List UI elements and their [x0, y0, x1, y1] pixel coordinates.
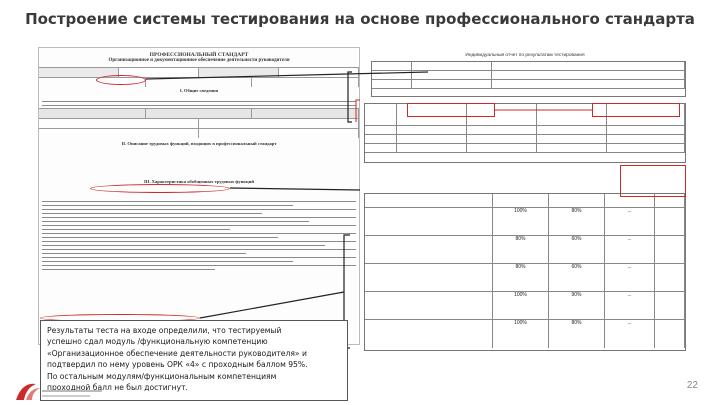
standard-header-row [39, 67, 359, 78]
professional-standard-document: ПРОФЕССИОНАЛЬНЫЙ СТАНДАРТ Организационно… [38, 47, 360, 345]
note-line: подтвердил по нему уровень ОРК «4» с про… [47, 360, 308, 370]
report-heading: Индивидуальный отчет по результатам тест… [465, 53, 585, 58]
logo [16, 383, 102, 400]
score-cell: 80% [549, 320, 605, 348]
standard-heading: ПРОФЕССИОНАЛЬНЫЙ СТАНДАРТ [149, 52, 249, 58]
score-cell: ... [605, 236, 655, 263]
score-cell: 60% [549, 236, 605, 263]
test-report-document: Индивидуальный отчет по результатам тест… [361, 53, 689, 353]
score-cell: ... [605, 320, 655, 348]
standard-subheading: Организационное и документационное обесп… [108, 58, 290, 64]
section-1-label: I. Общие сведения [179, 88, 219, 94]
page-number: 22 [686, 380, 698, 391]
score-cell: ... [605, 208, 655, 235]
score-cell: 80% [549, 208, 605, 235]
note-line: Результаты теста на входе определили, чт… [47, 326, 282, 335]
highlight-box [592, 103, 680, 117]
note-line: По остальным модулям/функциональным комп… [47, 371, 277, 381]
highlight-oval [90, 184, 230, 193]
score-cell: 80% [493, 236, 549, 263]
score-cell: 90% [549, 292, 605, 319]
score-cell: ... [605, 264, 655, 291]
competency-level-table [364, 103, 686, 163]
note-line: успешно сдал модуль /функциональную комп… [47, 337, 268, 347]
highlight-box [407, 103, 495, 117]
highlight-oval [96, 75, 146, 85]
score-cell: ... [605, 292, 655, 319]
report-header-table [371, 61, 686, 97]
score-cell: 60% [549, 264, 605, 291]
score-cell: 100% [493, 320, 549, 348]
highlight-box [620, 165, 686, 197]
section-2-label: II. Описание трудовых функций, входящих … [121, 141, 277, 147]
section-3-label: III. Характеристика обобщенных трудовых … [143, 179, 255, 184]
results-table: 100% 80% ... 80% 60% ... 80% 60% ... 100… [364, 193, 686, 351]
standard-info-row [39, 77, 359, 88]
note-line: «Организационное обеспечение деятельност… [47, 348, 307, 358]
competency-list [42, 198, 356, 273]
note-line: проходной балл не был достигнут. [47, 383, 188, 393]
score-cell: 100% [493, 292, 549, 319]
slide-title: Построение системы тестирования на основ… [25, 10, 695, 28]
score-cell: 80% [493, 264, 549, 291]
score-cell: 100% [493, 208, 549, 235]
result-note: Результаты теста на входе определили, чт… [40, 320, 348, 401]
